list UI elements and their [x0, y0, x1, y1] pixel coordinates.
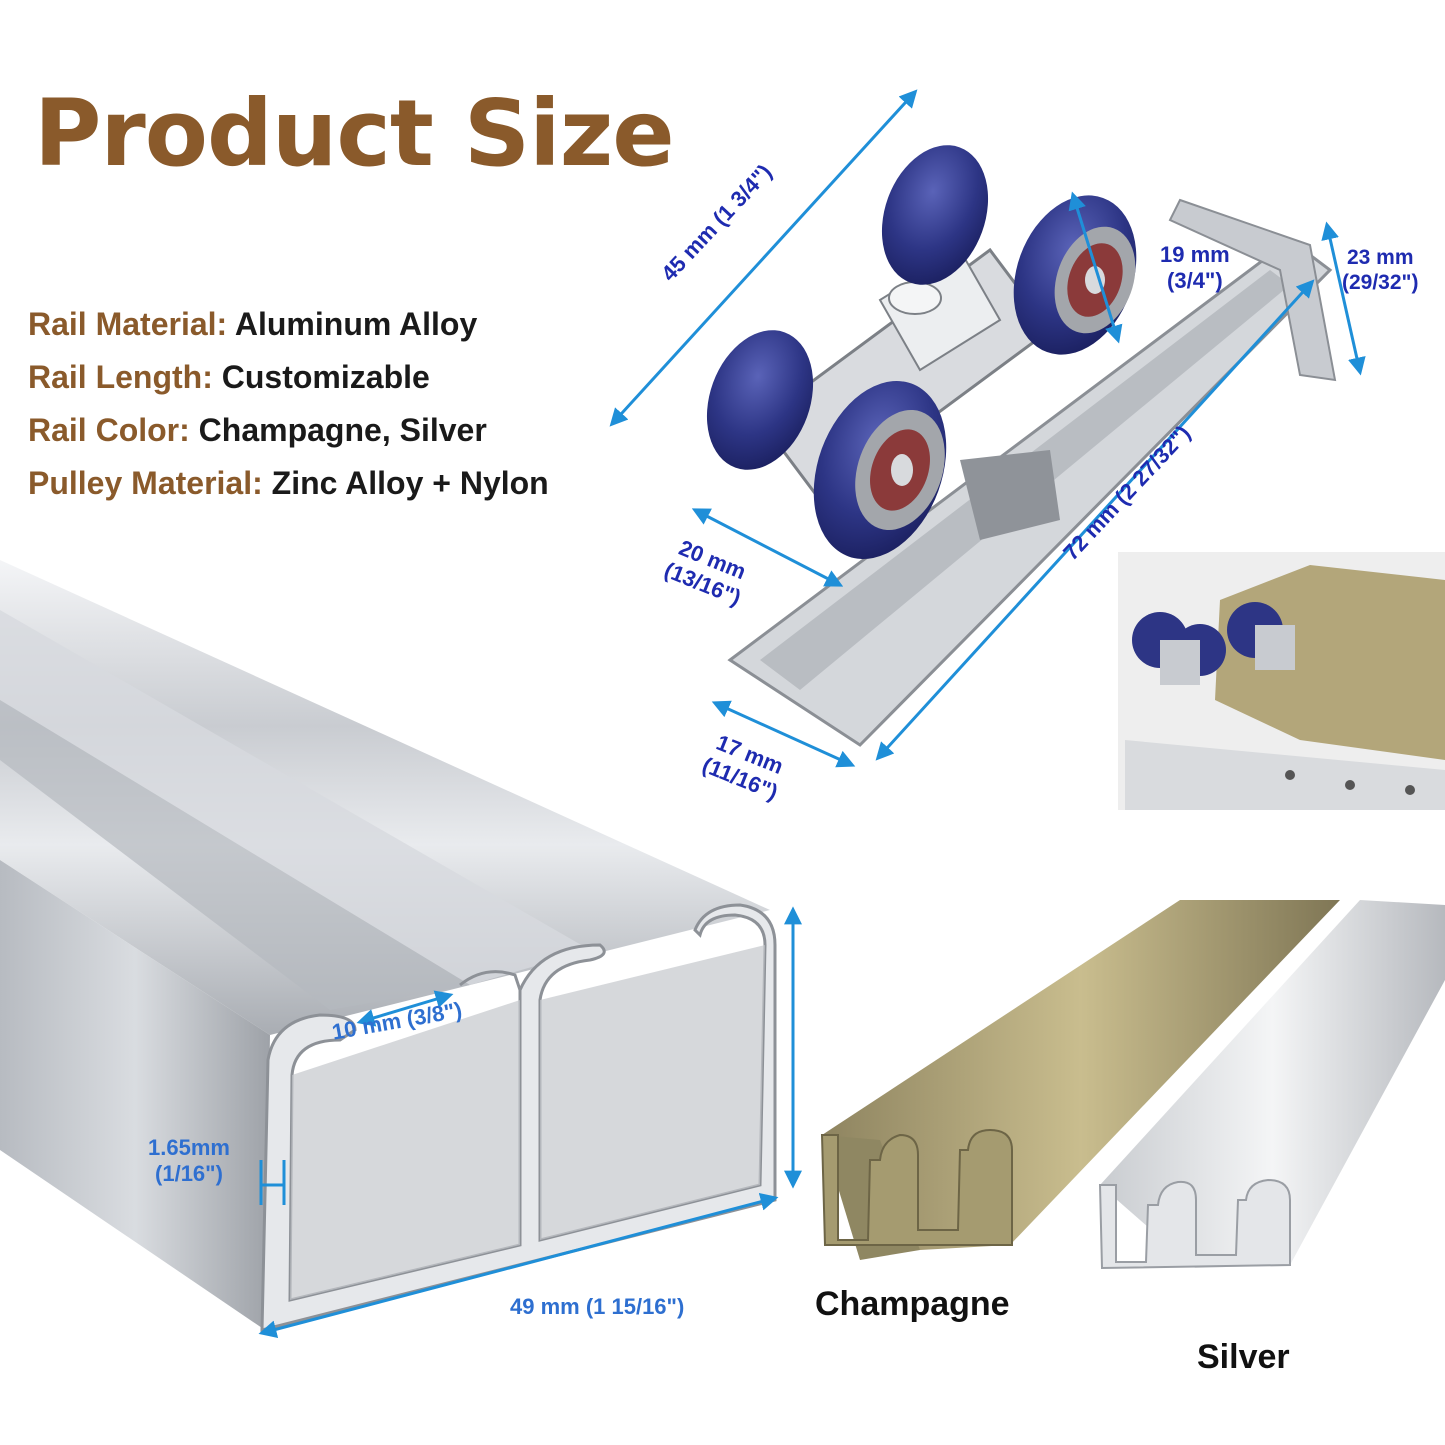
dim-wheel-diameter: 19 mm (3/4") — [1160, 242, 1230, 295]
dim-bracket-height: 23 mm (29/32") — [1342, 245, 1419, 295]
dim-wheel-diameter-mm: 19 mm — [1160, 242, 1230, 267]
dim-rail-width: 49 mm (1 15/16") — [510, 1294, 685, 1319]
spec-rail-color: Rail Color: Champagne, Silver — [28, 404, 549, 457]
spec-label: Pulley Material: — [28, 465, 263, 501]
spec-label: Rail Material: — [28, 306, 228, 342]
dimension-arrows — [258, 89, 1366, 1339]
spec-rail-material: Rail Material: Aluminum Alloy — [28, 298, 549, 351]
dim-bracket-height-in: (29/32") — [1342, 271, 1419, 295]
dim-wall-thickness-mm: 1.65mm — [148, 1135, 230, 1160]
spec-value: Aluminum Alloy — [234, 306, 478, 342]
spec-label: Rail Color: — [28, 412, 190, 448]
inset-photo — [1118, 552, 1445, 810]
spec-value: Customizable — [221, 359, 430, 395]
spec-rail-length: Rail Length: Customizable — [28, 351, 549, 404]
spec-pulley-material: Pulley Material: Zinc Alloy + Nylon — [28, 457, 549, 510]
dim-bracket-height-mm: 23 mm — [1346, 246, 1414, 269]
spec-label: Rail Length: — [28, 359, 213, 395]
color-label-champagne: Champagne — [815, 1285, 1010, 1323]
spec-value: Champagne, Silver — [198, 412, 487, 448]
spec-value: Zinc Alloy + Nylon — [271, 465, 549, 501]
dim-wall-thickness-in: (1/16") — [155, 1161, 223, 1187]
silver-rail-image — [1098, 900, 1445, 1270]
dim-wheel-diameter-in: (3/4") — [1167, 268, 1223, 294]
champagne-rail-image — [820, 900, 1340, 1260]
dim-wall-thickness: 1.65mm (1/16") — [148, 1135, 230, 1188]
large-rail-image — [0, 560, 777, 1332]
spec-list: Rail Material: Aluminum Alloy Rail Lengt… — [28, 298, 549, 510]
color-label-silver: Silver — [1197, 1338, 1290, 1376]
page-title: Product Size — [34, 80, 675, 187]
